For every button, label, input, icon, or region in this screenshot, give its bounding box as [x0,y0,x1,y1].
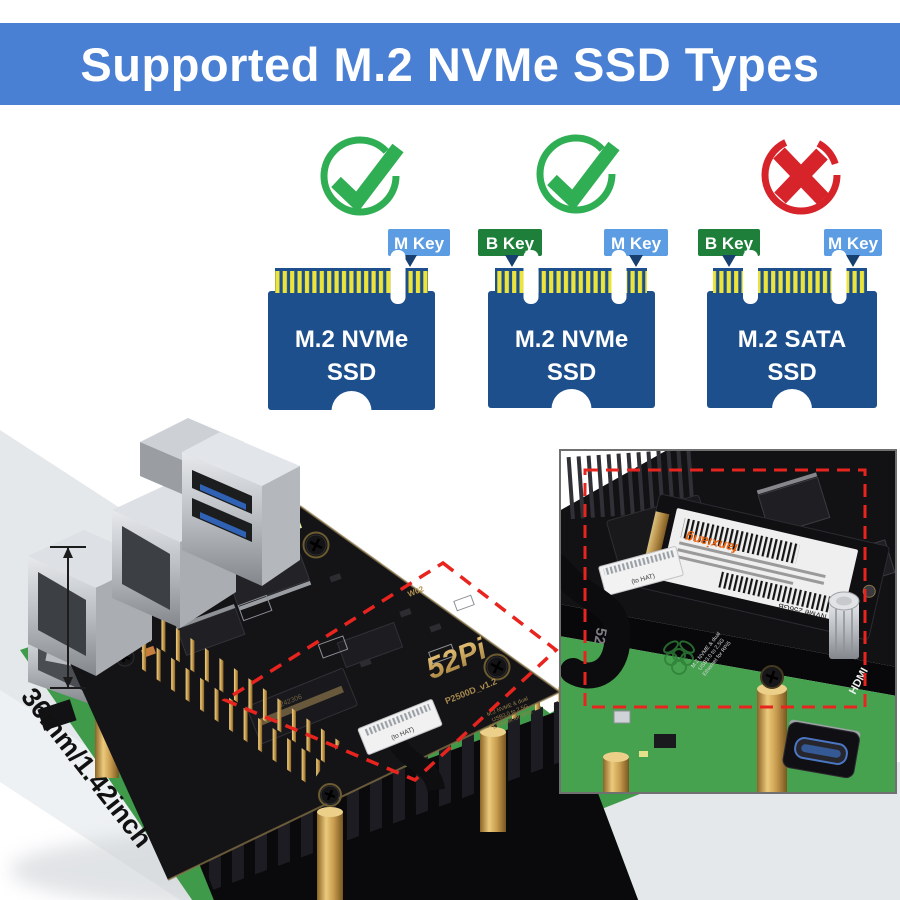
installed-ssd: fanxiang NVMe 256GB [638,493,890,641]
pointer-down-icon [846,255,860,267]
highlight-dashed-box [583,468,867,709]
ssd-diagram-b-m-key-nvme: B Key M Key M.2 NVMe SSD [478,134,668,429]
zoom-inset: 242306 fanxiang NVMe 256GB (to HAT) 52 M… [559,449,897,794]
ffc-connector: (to HAT) [598,546,684,596]
page-title: Supported M.2 NVMe SSD Types [80,37,820,91]
check-circle-icon [320,136,404,216]
pointer-down-icon [403,255,417,267]
ssd-diagram-b-m-key-sata: B Key M Key M.2 SATA SSD [698,135,882,429]
ssd-type-line2: SSD [547,359,596,386]
m-key-label-text: M Key [394,234,445,253]
chip [654,734,676,748]
m-key-label-text: M Key [828,234,879,253]
check-circle-icon [536,134,620,214]
standoff [317,727,506,900]
usb3-port-stack [140,418,300,586]
ssd-shape: M.2 NVMe SSD [268,250,435,431]
pointer-down-icon [629,255,643,267]
b-key-label [698,229,760,256]
pointer-down-icon [722,255,736,267]
m-key-label-text: M Key [611,234,662,253]
usb-c-port [782,719,861,779]
ffc-cable: 52 [559,554,631,689]
screws [115,531,511,807]
ssd-type-line2: SSD [767,359,816,386]
m-key-label [388,229,450,256]
ssd-shape: M.2 NVMe SSD [488,250,655,429]
tact-button [613,710,631,724]
screw [760,665,784,689]
led [639,751,648,757]
pointer-down-icon [505,255,519,267]
title-banner: Supported M.2 NVMe SSD Types [0,23,900,105]
b-key-label [478,229,542,256]
cross-circle-icon [761,135,841,215]
ssd-shape: M.2 SATA SSD [707,250,877,429]
cable-marking: 52 [590,626,610,645]
raspberry-logo [663,640,695,675]
board-photo: 242306 (to HAT) 52Pi P2500D_v1.2 M.2 NVM… [10,418,650,900]
ssd-type-line2: SSD [327,359,376,386]
ssd-type-line1: M.2 SATA [738,326,846,353]
m-key-label [604,229,668,256]
b-key-label-text: B Key [486,234,535,253]
thumbscrew [828,591,860,659]
ssd-type-line1: M.2 NVMe [295,326,408,353]
inset-border [559,449,897,794]
b-key-label-text: B Key [705,234,754,253]
ssd-diagram-m-key-nvme: M Key M.2 NVMe SSD [268,136,450,431]
highlight-dashed-box [221,560,559,783]
ffc-connector: (to HAT) [357,699,446,793]
m-key-label [824,229,882,256]
ssd-type-line1: M.2 NVMe [515,326,628,353]
gpio-pins [119,610,341,786]
